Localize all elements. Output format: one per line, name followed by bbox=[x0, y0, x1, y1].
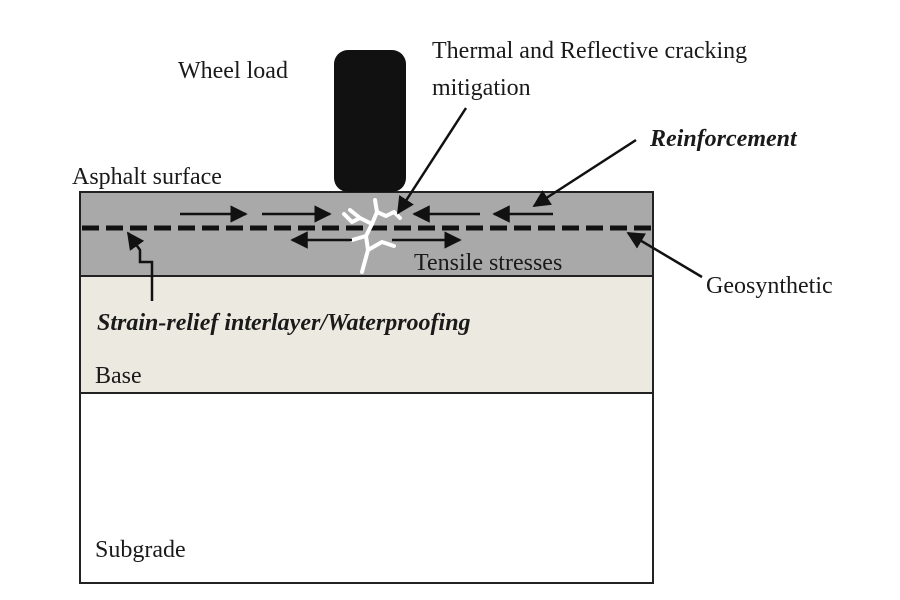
crack bbox=[342, 198, 402, 274]
thermal-pointer-arrow bbox=[396, 107, 468, 215]
wheel bbox=[334, 50, 406, 192]
strain-relief-pointer-arrow bbox=[126, 231, 154, 301]
subgrade-layer bbox=[79, 392, 654, 584]
base-layer bbox=[79, 275, 654, 394]
asphalt-surface-label: Asphalt surface bbox=[72, 164, 222, 190]
geosynthetic-pointer-arrow bbox=[626, 231, 703, 279]
tensile-stresses-label: Tensile stresses bbox=[414, 250, 562, 276]
thermal-cracking-label-line2: mitigation bbox=[432, 75, 531, 101]
reinforcement-label: Reinforcement bbox=[649, 126, 798, 152]
reinforcement-pointer-arrow bbox=[532, 138, 637, 208]
strain-relief-label: Strain-relief interlayer/Waterproofing bbox=[97, 310, 471, 336]
subgrade-label: Subgrade bbox=[95, 537, 186, 563]
base-label: Base bbox=[95, 363, 142, 389]
wheel-load-label: Wheel load bbox=[178, 58, 288, 84]
thermal-cracking-label-line1: Thermal and Reflective cracking bbox=[432, 38, 747, 64]
geosynthetic-label: Geosynthetic bbox=[706, 273, 833, 299]
